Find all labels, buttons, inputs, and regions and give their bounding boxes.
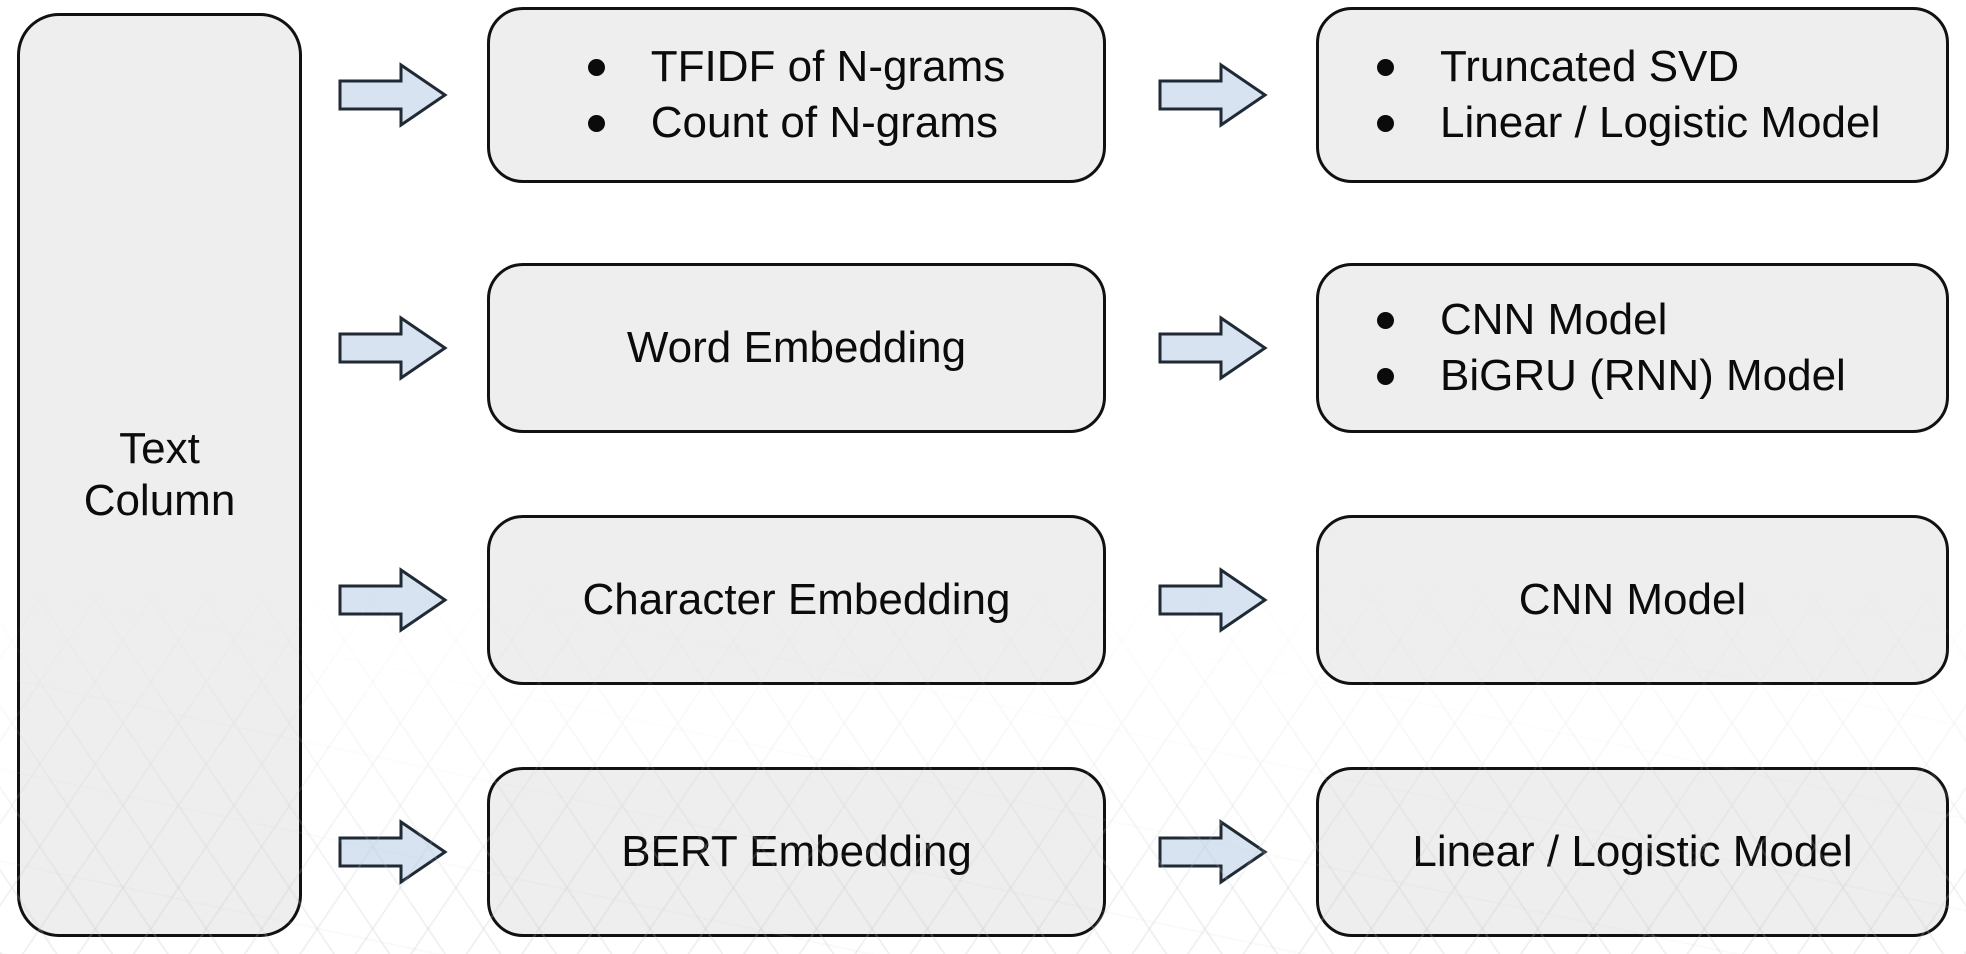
arrow-right-icon: [1158, 567, 1268, 633]
bullet-icon: [587, 58, 605, 76]
bullet-icon: [1377, 367, 1394, 385]
text-column-box: Text Column: [17, 13, 302, 937]
model-box-cnn-bigru: CNN Model BiGRU (RNN) Model: [1316, 263, 1949, 433]
cnn-bigru-model-list: CNN Model BiGRU (RNN) Model: [1319, 292, 1946, 404]
list-item-label: BiGRU (RNN) Model: [1440, 351, 1846, 400]
list-item-label: Linear / Logistic Model: [1440, 98, 1881, 147]
text-column-label: Text Column: [84, 423, 236, 527]
model-box-svd-linear: Truncated SVD Linear / Logistic Model: [1316, 7, 1949, 183]
arrow-right-icon: [1158, 315, 1268, 381]
bullet-icon: [1377, 114, 1394, 132]
text-column-label-line2: Column: [83, 476, 236, 525]
feature-label: Character Embedding: [582, 575, 1011, 625]
list-item-label: TFIDF of N-grams: [650, 42, 1006, 91]
list-item-label: Truncated SVD: [1440, 42, 1740, 91]
list-item: Linear / Logistic Model: [1377, 95, 1946, 151]
bullet-icon: [1377, 311, 1394, 329]
model-label: Linear / Logistic Model: [1412, 827, 1853, 877]
bullet-icon: [587, 114, 605, 132]
ngram-feature-list: TFIDF of N-grams Count of N-grams: [587, 39, 1006, 151]
list-item-label: Count of N-grams: [650, 98, 998, 147]
model-box-cnn: CNN Model: [1316, 515, 1949, 685]
list-item-label: CNN Model: [1440, 295, 1668, 344]
list-item: CNN Model: [1377, 292, 1946, 348]
feature-label: BERT Embedding: [621, 827, 972, 877]
feature-box-character-embedding: Character Embedding: [487, 515, 1106, 685]
model-label: CNN Model: [1518, 575, 1747, 625]
arrow-right-icon: [338, 567, 448, 633]
list-item: BiGRU (RNN) Model: [1377, 348, 1946, 404]
list-item: Truncated SVD: [1377, 39, 1946, 95]
arrow-right-icon: [338, 315, 448, 381]
feature-box-bert-embedding: BERT Embedding: [487, 767, 1106, 937]
list-item: Count of N-grams: [587, 95, 1005, 151]
text-column-label-line1: Text: [119, 424, 200, 474]
arrow-right-icon: [338, 62, 448, 128]
list-item: TFIDF of N-grams: [587, 39, 1006, 95]
arrow-right-icon: [1158, 819, 1268, 885]
arrow-right-icon: [1158, 62, 1268, 128]
feature-label: Word Embedding: [626, 323, 967, 373]
arrow-right-icon: [338, 819, 448, 885]
feature-box-ngrams: TFIDF of N-grams Count of N-grams: [487, 7, 1106, 183]
model-box-linear-logistic: Linear / Logistic Model: [1316, 767, 1949, 937]
bullet-icon: [1377, 58, 1394, 76]
feature-box-word-embedding: Word Embedding: [487, 263, 1106, 433]
svd-linear-model-list: Truncated SVD Linear / Logistic Model: [1319, 39, 1946, 151]
